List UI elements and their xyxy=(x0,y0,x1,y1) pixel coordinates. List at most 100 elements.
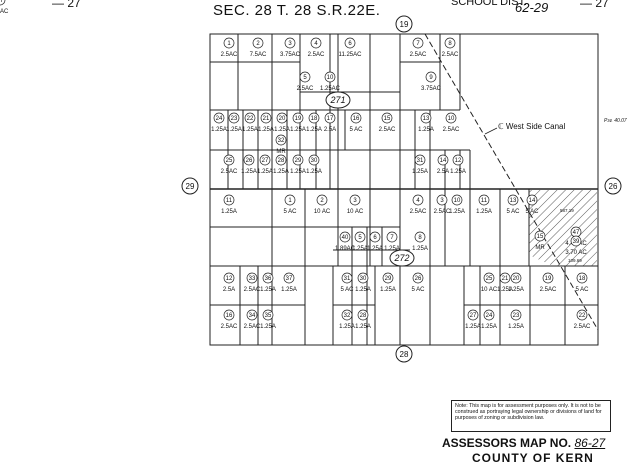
parcel-18: 18 5 AC xyxy=(575,272,589,293)
parcel-number-circle xyxy=(223,154,235,166)
parcel-number-circle xyxy=(246,272,258,284)
parcel-3: 3 3.75AC xyxy=(280,37,301,58)
parcel-number-circle xyxy=(412,37,424,49)
parcel-number-circle xyxy=(499,272,511,284)
parcel-area: 7.5AC xyxy=(250,52,267,58)
parcel-number: 10 xyxy=(454,198,461,204)
parcel-area: 1.25A xyxy=(384,246,400,252)
parcel-number-circle xyxy=(357,272,369,284)
block-number: 272 xyxy=(393,253,409,263)
parcel-area: 1.25A xyxy=(380,287,396,293)
adjacent-page-number-north: 19 xyxy=(400,20,409,29)
parcel-area: 10 AC xyxy=(314,209,331,215)
parcel-13: 135 AC xyxy=(506,194,520,215)
parcel-number: 29 xyxy=(385,276,392,282)
parcel-number: 18 xyxy=(311,116,318,122)
parcel-area: 1.25A xyxy=(226,127,242,133)
parcel-28: 281.25A xyxy=(273,154,289,175)
parcel-number: 13 xyxy=(510,198,517,204)
parcel-area: 2.5AC xyxy=(244,287,261,293)
parcel-number: 32 xyxy=(344,313,351,319)
parcel-number: 22 xyxy=(579,313,586,319)
parcel-number-circle xyxy=(260,112,272,124)
parcel-30: 301.25A xyxy=(306,154,322,175)
parcel-area: 11.25AC xyxy=(339,52,363,58)
adjacent-page-number-south: 28 xyxy=(400,350,409,359)
parcel-number-circle xyxy=(213,112,225,124)
parcel-area: 3.75AC xyxy=(280,52,301,58)
parcel-32: 321.25A xyxy=(339,309,355,330)
parcel-10: 102.5AC xyxy=(443,112,460,133)
parcel-number: 9 xyxy=(429,75,433,81)
parcel-area: 2.5AC xyxy=(443,127,460,133)
parcel-number-circle xyxy=(324,112,336,124)
parcel-number: 25 xyxy=(486,276,493,282)
parcel-area: 5 AC xyxy=(340,287,354,293)
parcel-number-circle xyxy=(292,112,304,124)
parcel-9: 9 3.75AC xyxy=(421,71,442,92)
parcel-number: 28 xyxy=(360,313,367,319)
parcel-area: 1.25A xyxy=(481,324,497,330)
parcel-number-circle xyxy=(542,272,554,284)
parcel-10: 101.25AC xyxy=(320,71,341,92)
parcel-area: 1.25A xyxy=(258,127,274,133)
parcel-number-circle xyxy=(252,37,264,49)
parcel-area: 3.75AC xyxy=(421,86,442,92)
parcel-number-circle xyxy=(576,309,588,321)
parcel-area: 1.25A xyxy=(449,209,465,215)
parcel-area: 2.5AC xyxy=(434,209,451,215)
parcel-number: 17 xyxy=(0,0,4,4)
county-label: COUNTY OF KERN xyxy=(472,451,594,465)
parcel-34: 342.5AC xyxy=(244,309,261,330)
parcel-number-circle xyxy=(510,272,522,284)
parcel-23: 231.25A xyxy=(508,309,524,330)
parcel-8: 82.5AC xyxy=(442,37,459,58)
parcel-20: 201.25A xyxy=(274,112,290,133)
parcel-number-circle xyxy=(444,37,456,49)
canal-line xyxy=(424,33,599,331)
parcel-area: 1.25A xyxy=(508,324,524,330)
parcel-29: 291.25A xyxy=(290,154,306,175)
parcel-number: 32 xyxy=(278,138,285,144)
parcel-number: 18 xyxy=(579,276,586,282)
parcel-16: 162.5AC xyxy=(221,309,238,330)
pm-label: P.w. 40.07 xyxy=(604,118,627,124)
parcel-area: 2.5AC xyxy=(379,127,396,133)
parcel-area: 1.25A xyxy=(274,127,290,133)
parcel-15: 152.5AC xyxy=(379,112,396,133)
parcel-area: 1.25A xyxy=(465,324,481,330)
parcel-number-circle xyxy=(483,309,495,321)
parcel-area: 1.25A xyxy=(412,246,428,252)
parcel-number: 31 xyxy=(344,276,351,282)
parcel-number-circle xyxy=(275,154,287,166)
parcel-number: 16 xyxy=(226,313,233,319)
block-number-oval xyxy=(389,249,415,267)
parcel-area: 1.25A xyxy=(241,169,257,175)
parcel-number: 26 xyxy=(415,276,422,282)
parcel-area: 5 AC xyxy=(525,209,539,215)
parcel-area: 2.5AC xyxy=(410,52,427,58)
parcel-6: 611.25AC xyxy=(339,37,363,58)
adjacent-page-circle-east xyxy=(604,177,622,195)
parcel-number: 35 xyxy=(265,313,272,319)
parcel-area: 1.25A xyxy=(211,127,227,133)
parcel-number-circle xyxy=(344,37,356,49)
parcel-number: 3 xyxy=(288,41,292,47)
adjacent-page-circle-north xyxy=(395,15,413,33)
parcel-16: 165 AC xyxy=(349,112,363,133)
measurement-label: 587.19 xyxy=(560,208,574,213)
parcel-11: 111.25A xyxy=(221,194,237,215)
parcel-area: MR xyxy=(535,245,545,251)
parcel-29: 29 1.25A xyxy=(380,272,396,293)
parcel-area: 5 AC xyxy=(349,127,363,133)
parcel-number: 8 xyxy=(448,41,452,47)
parcel-22: 221.25A xyxy=(242,112,258,133)
parcel-number: 24 xyxy=(486,313,493,319)
parcel-number-circle xyxy=(534,230,546,242)
school-district-label: SCHOOL DIST. xyxy=(451,0,527,8)
parcel-area: 5 AC xyxy=(283,209,297,215)
parcel-area: 5 AC xyxy=(575,287,589,293)
assessors-map-number: ASSESSORS MAP NO. 86-27 xyxy=(442,436,605,450)
parcel-number: 29 xyxy=(295,158,302,164)
parcel-number-circle xyxy=(341,309,353,321)
